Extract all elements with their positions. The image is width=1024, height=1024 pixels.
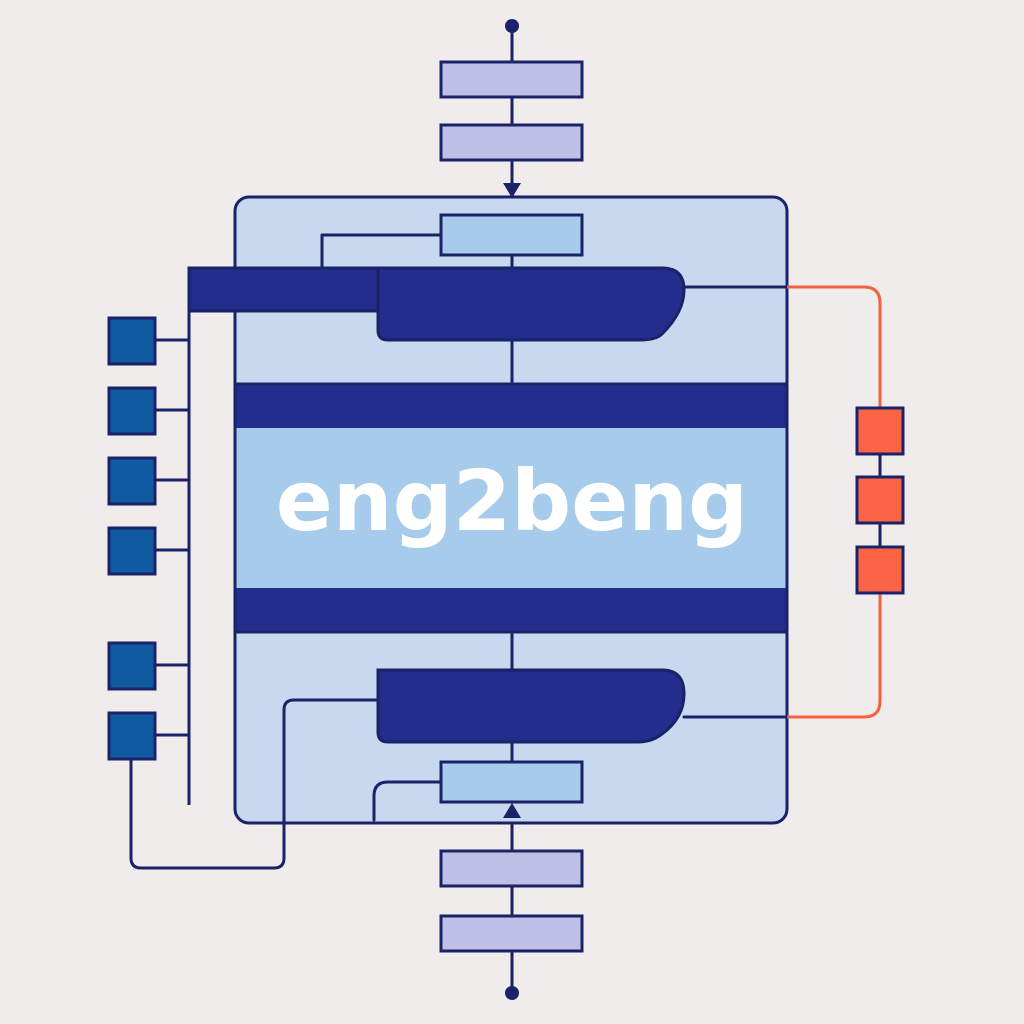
arrow-up-icon	[503, 803, 521, 818]
right-node-2	[855, 475, 905, 525]
bottom-feedback-wire	[372, 780, 443, 822]
bottom-output-box-1	[439, 849, 584, 888]
top-dark-block	[376, 266, 686, 342]
right-node-3	[855, 545, 905, 595]
left-node-4	[107, 526, 157, 576]
left-node-6	[107, 711, 157, 761]
center-title-band	[235, 428, 787, 588]
top-inner-box	[439, 213, 584, 257]
left-to-decoder-wire	[129, 698, 378, 870]
top-terminal-icon	[505, 19, 519, 33]
left-node-3	[107, 456, 157, 506]
bottom-dark-block	[376, 668, 686, 744]
top-input-box-2	[439, 123, 584, 162]
bottom-output-box-2	[439, 914, 584, 953]
top-input-box-1	[439, 60, 584, 99]
bottom-inner-box	[439, 760, 584, 804]
left-node-5	[107, 641, 157, 691]
bottom-terminal-icon	[505, 986, 519, 1000]
top-feedback-wire	[320, 233, 443, 270]
center-outline	[233, 382, 789, 634]
left-node-2	[107, 386, 157, 436]
right-node-1	[855, 406, 905, 456]
left-bus-bar	[187, 266, 411, 313]
upper-dark-band	[235, 384, 787, 428]
lower-dark-band	[235, 588, 787, 632]
diagram-title: eng2beng	[276, 452, 748, 550]
left-node-1	[107, 316, 157, 366]
arrow-down-icon	[503, 183, 521, 198]
